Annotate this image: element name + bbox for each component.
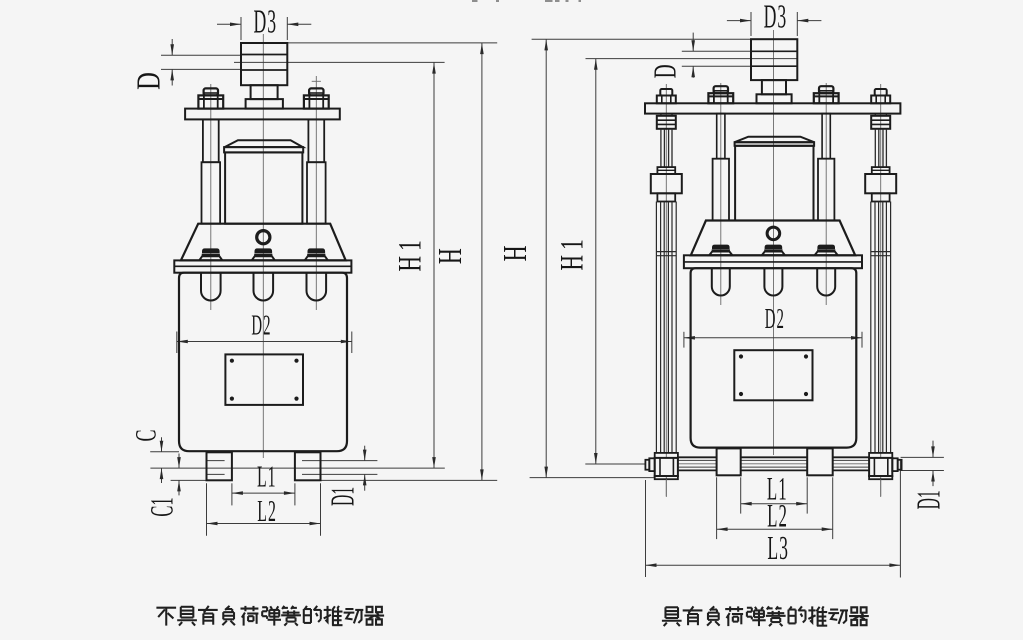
- svg-text:H: H: [496, 245, 534, 261]
- svg-text:D2: D2: [251, 309, 271, 340]
- svg-text:L2: L2: [767, 498, 788, 534]
- svg-text:D: D: [131, 72, 168, 90]
- svg-text:L3: L3: [767, 529, 789, 567]
- svg-text:D2: D2: [765, 303, 785, 334]
- svg-text:D3: D3: [764, 0, 788, 35]
- svg-text:H1: H1: [554, 234, 591, 271]
- svg-text:D1: D1: [909, 490, 948, 509]
- svg-text:L2: L2: [257, 495, 277, 529]
- svg-text:L1: L1: [257, 460, 277, 494]
- svg-text:D: D: [646, 64, 682, 78]
- svg-text:D3: D3: [253, 2, 277, 40]
- svg-text:C: C: [130, 429, 163, 441]
- svg-text:H: H: [431, 248, 469, 264]
- svg-text:C1: C1: [143, 497, 180, 516]
- svg-text:L1: L1: [767, 470, 788, 506]
- svg-text:D1: D1: [323, 487, 362, 506]
- svg-text:H1: H1: [392, 235, 429, 272]
